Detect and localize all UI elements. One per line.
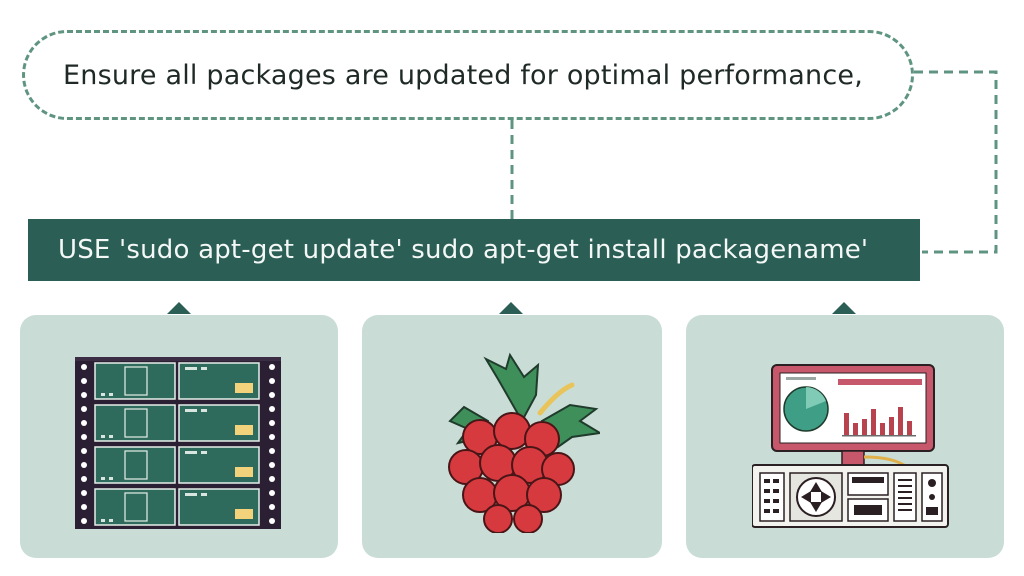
desktop-computer-icon xyxy=(752,364,949,528)
pointer-right xyxy=(832,302,856,314)
raspberry-icon xyxy=(448,352,600,533)
server-rack-icon xyxy=(75,357,281,529)
panel-server-rack xyxy=(20,315,338,558)
command-text: USE 'sudo apt-get update' sudo apt-get i… xyxy=(58,235,869,265)
pointer-left xyxy=(167,302,191,314)
tip-text: Ensure all packages are updated for opti… xyxy=(63,59,864,91)
panel-desktop-computer xyxy=(686,315,1004,558)
tip-callout: Ensure all packages are updated for opti… xyxy=(22,30,914,120)
pointer-center xyxy=(499,302,523,314)
panel-raspberry xyxy=(362,315,662,558)
command-banner: USE 'sudo apt-get update' sudo apt-get i… xyxy=(28,219,920,281)
